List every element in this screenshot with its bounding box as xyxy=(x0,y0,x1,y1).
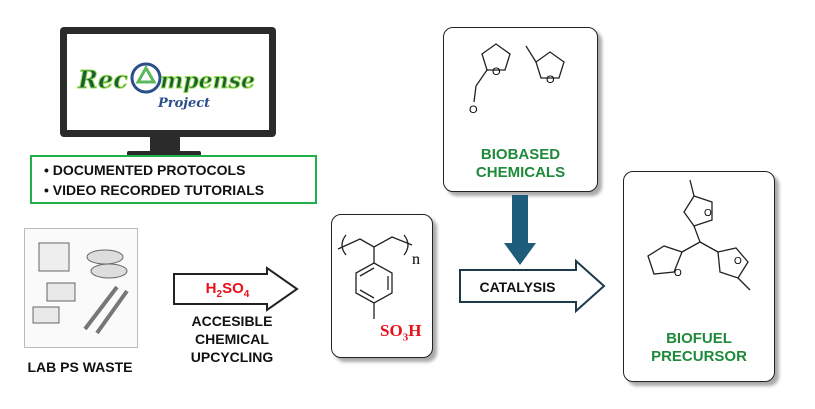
product-label-line: PRECURSOR xyxy=(651,348,747,365)
features-box: • DOCUMENTED PROTOCOLS • VIDEO RECORDED … xyxy=(30,155,317,204)
lab-ps-waste-label: LAB PS WASTE xyxy=(27,359,133,375)
reagent-label: H2SO4 xyxy=(205,280,250,300)
svg-text:Rec: Rec xyxy=(77,65,128,94)
svg-text:O: O xyxy=(704,208,712,219)
biofuel-precursor-box: O O O BIOFUEL PRECURSOR xyxy=(623,171,775,382)
svg-text:O: O xyxy=(734,256,742,267)
lab-ps-waste-image xyxy=(24,228,138,348)
svg-text:O: O xyxy=(492,66,501,78)
recompense-logo: Rec mpense Project xyxy=(77,60,258,120)
svg-text:mpense: mpense xyxy=(160,68,255,94)
biobased-label-line: CHEMICALS xyxy=(475,164,566,181)
catalysis-arrow xyxy=(459,258,606,314)
svg-text:Project: Project xyxy=(157,96,210,111)
biobased-label-line: BIOBASED xyxy=(480,146,561,163)
upcycling-arrow xyxy=(173,266,299,312)
caption-line: ACCESIBLE xyxy=(191,313,273,329)
sulfonated-polystyrene-box: n SO3H xyxy=(331,214,433,358)
product-label-line: BIOFUEL xyxy=(666,330,732,347)
caption-line: UPCYCLING xyxy=(190,349,274,365)
svg-text:O: O xyxy=(546,74,555,86)
feature-item: DOCUMENTED PROTOCOLS xyxy=(52,162,246,178)
biobased-chemicals-box: O O O BIOBASED CHEMICALS xyxy=(443,27,598,192)
repeat-index: n xyxy=(412,251,420,268)
aldehyde-oxygen: O xyxy=(469,104,478,116)
caption-line: CHEMICAL xyxy=(195,331,269,347)
svg-text:O: O xyxy=(674,268,682,279)
down-arrow xyxy=(504,195,536,265)
sulfonic-group: SO3H xyxy=(380,321,422,344)
feature-item: VIDEO RECORDED TUTORIALS xyxy=(52,182,265,198)
catalysis-label: CATALYSIS xyxy=(479,279,556,295)
